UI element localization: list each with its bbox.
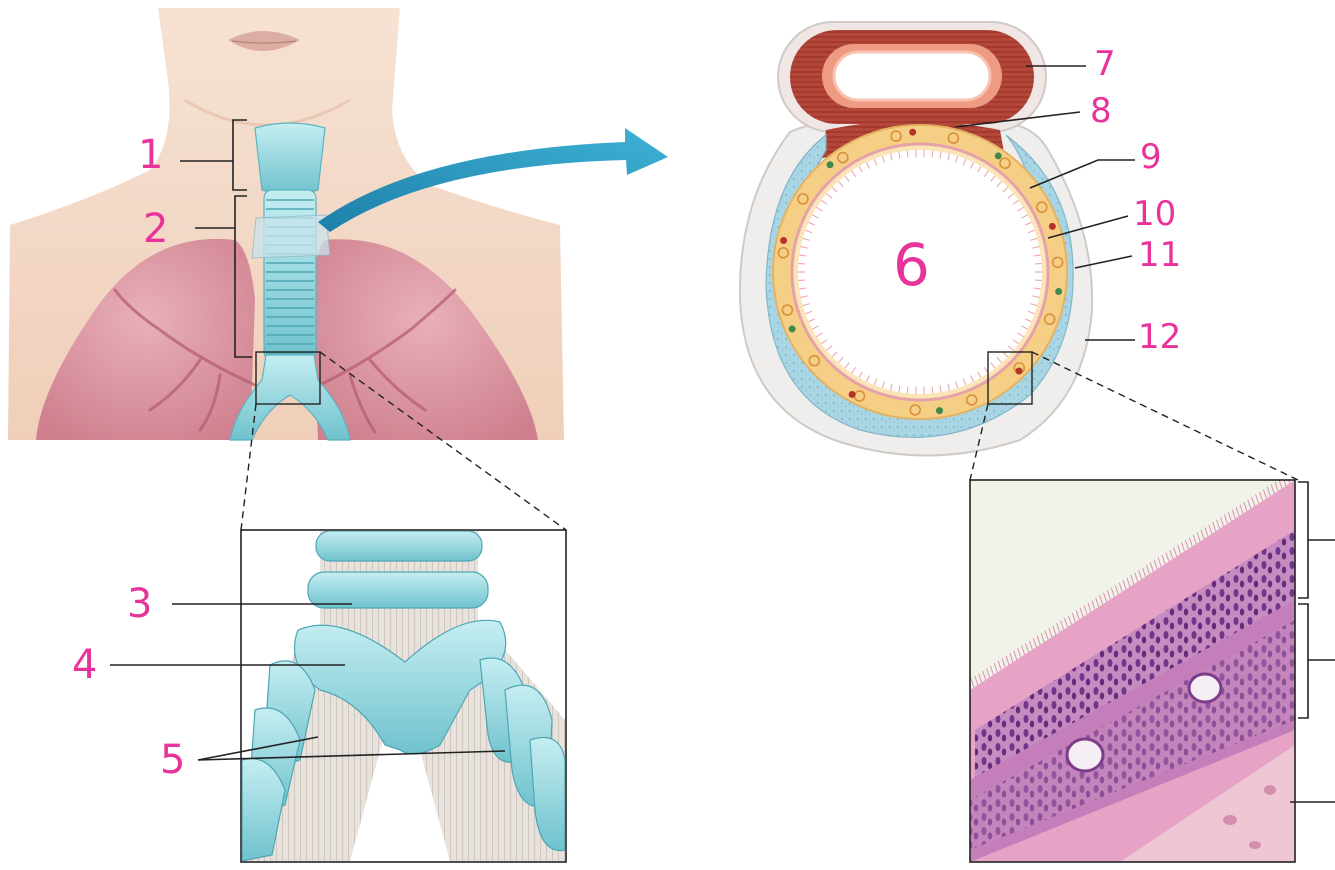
esophagus — [777, 21, 1047, 133]
section-arrow[interactable] — [318, 128, 668, 232]
label-2: 2 — [143, 206, 168, 252]
bracket-lamina — [1298, 603, 1309, 719]
label-10: 10 — [1133, 194, 1176, 234]
region-brackets — [180, 119, 252, 358]
lumen — [798, 150, 1042, 394]
leader-9 — [1029, 159, 1135, 189]
label-1: 1 — [138, 132, 163, 178]
label-6: 6 — [893, 231, 930, 299]
carina-detail — [110, 529, 567, 863]
label-7: 7 — [1094, 44, 1116, 84]
label-5: 5 — [160, 737, 185, 783]
leader-5a — [197, 736, 319, 761]
label-9: 9 — [1140, 137, 1162, 177]
leader-10 — [1047, 215, 1129, 239]
section-plane — [251, 214, 331, 259]
label-12: 12 — [1138, 317, 1181, 357]
label-4: 4 — [72, 642, 97, 688]
neck-and-lungs-illustration — [8, 8, 564, 441]
lips — [228, 31, 300, 51]
label-8: 8 — [1090, 91, 1112, 131]
right-lung — [312, 239, 538, 440]
left-lung — [36, 238, 255, 440]
trachea-cross-section — [738, 21, 1135, 457]
leader-8 — [954, 111, 1081, 128]
main-bronchi — [229, 354, 351, 441]
carina-zoom-box — [255, 351, 321, 405]
bracket-epithelium — [1298, 481, 1309, 599]
label-3: 3 — [127, 581, 152, 627]
larynx — [254, 122, 326, 195]
leader-11 — [1074, 255, 1133, 269]
micrograph-cartilage — [1120, 745, 1295, 862]
carina-cartilage — [293, 619, 507, 755]
leader-5b — [197, 750, 506, 761]
tracheal-ring — [307, 571, 489, 609]
mucosa-zoom-box — [987, 351, 1033, 405]
micrograph-frame — [969, 479, 1296, 863]
label-11: 11 — [1138, 235, 1181, 275]
micrograph — [969, 479, 1335, 863]
